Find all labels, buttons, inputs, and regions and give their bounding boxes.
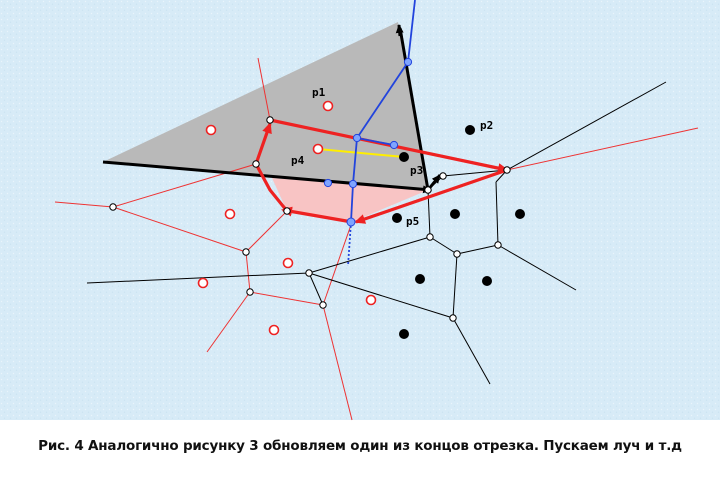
triangle-right-edge <box>398 27 430 191</box>
label-p4: p4 <box>291 154 305 167</box>
label-p5: p5 <box>406 215 419 228</box>
red-path-bottom <box>281 206 353 224</box>
black-site <box>482 276 492 286</box>
vertex <box>242 248 250 256</box>
red-traversal-path <box>254 118 509 224</box>
black-edge <box>456 244 499 255</box>
red-site <box>224 208 236 220</box>
red-site <box>268 324 280 336</box>
black-site <box>399 152 409 162</box>
black-site <box>515 209 525 219</box>
blue-ray-branch <box>356 137 395 146</box>
red-edge <box>322 304 353 421</box>
black-edge <box>308 236 431 274</box>
red-voronoi-edges <box>54 57 699 421</box>
ray-point <box>389 140 399 150</box>
black-edge <box>86 272 310 284</box>
black-site <box>415 274 425 284</box>
black-site <box>465 125 475 135</box>
vertex <box>283 207 291 215</box>
triangle-apex-arrow <box>395 24 404 37</box>
black-site <box>450 209 460 219</box>
black-edge <box>442 169 508 177</box>
vertex <box>319 301 327 309</box>
vertex <box>503 166 511 174</box>
red-edge <box>322 221 353 306</box>
label-p2: p2 <box>480 119 493 132</box>
vertex <box>305 269 313 277</box>
red-site <box>365 294 377 306</box>
ray-point <box>323 178 333 188</box>
red-edge <box>249 291 324 306</box>
red-path-top <box>269 118 509 174</box>
red-edge <box>245 210 288 253</box>
red-site <box>205 124 217 136</box>
red-edge <box>54 201 114 208</box>
red-edge <box>112 206 247 253</box>
red-edge <box>257 57 271 121</box>
red-edge <box>112 163 257 208</box>
ray-point <box>348 179 358 189</box>
label-p1: p1 <box>312 86 326 99</box>
vertex <box>449 314 457 322</box>
label-p3: p3 <box>410 164 423 177</box>
red-sites <box>197 100 377 336</box>
vertex <box>109 203 117 211</box>
red-edge <box>245 251 251 293</box>
vertex <box>246 288 254 296</box>
red-edge <box>506 127 699 171</box>
ray-point <box>346 217 356 227</box>
red-path-left <box>254 163 289 213</box>
black-edge <box>429 236 458 255</box>
black-sites <box>392 125 525 339</box>
grey-triangle <box>103 22 428 190</box>
ray-intersections <box>323 57 413 227</box>
red-site <box>312 143 324 155</box>
black-site <box>399 329 409 339</box>
black-edge <box>452 317 491 385</box>
vertex <box>494 241 502 249</box>
black-edge <box>452 253 458 319</box>
voronoi-vertices <box>109 116 511 322</box>
ray-point <box>352 133 362 143</box>
black-voronoi-edges <box>86 81 667 385</box>
vertex <box>453 250 461 258</box>
vertex <box>439 172 447 180</box>
ray-point <box>403 57 413 67</box>
black-site <box>392 213 402 223</box>
pink-region <box>272 178 428 222</box>
black-edge <box>497 244 577 291</box>
figure-caption: Рис. 4 Аналогично рисунку 3 обновляем од… <box>38 438 682 454</box>
red-edge <box>206 291 251 353</box>
red-path-right <box>354 168 508 224</box>
red-path-up-arrow <box>254 122 272 165</box>
red-site <box>197 277 209 289</box>
vertex <box>424 186 432 194</box>
vertex <box>426 233 434 241</box>
red-site <box>282 257 294 269</box>
vertex <box>252 160 260 168</box>
vertex <box>266 116 274 124</box>
black-edge <box>308 272 454 319</box>
black-edge <box>308 272 324 306</box>
red-site <box>322 100 334 112</box>
black-edge <box>495 181 499 246</box>
yellow-segment <box>317 148 405 158</box>
black-edge <box>506 81 667 171</box>
blue-ray-dotted <box>347 221 352 267</box>
triangle-base-arrow <box>102 160 432 194</box>
